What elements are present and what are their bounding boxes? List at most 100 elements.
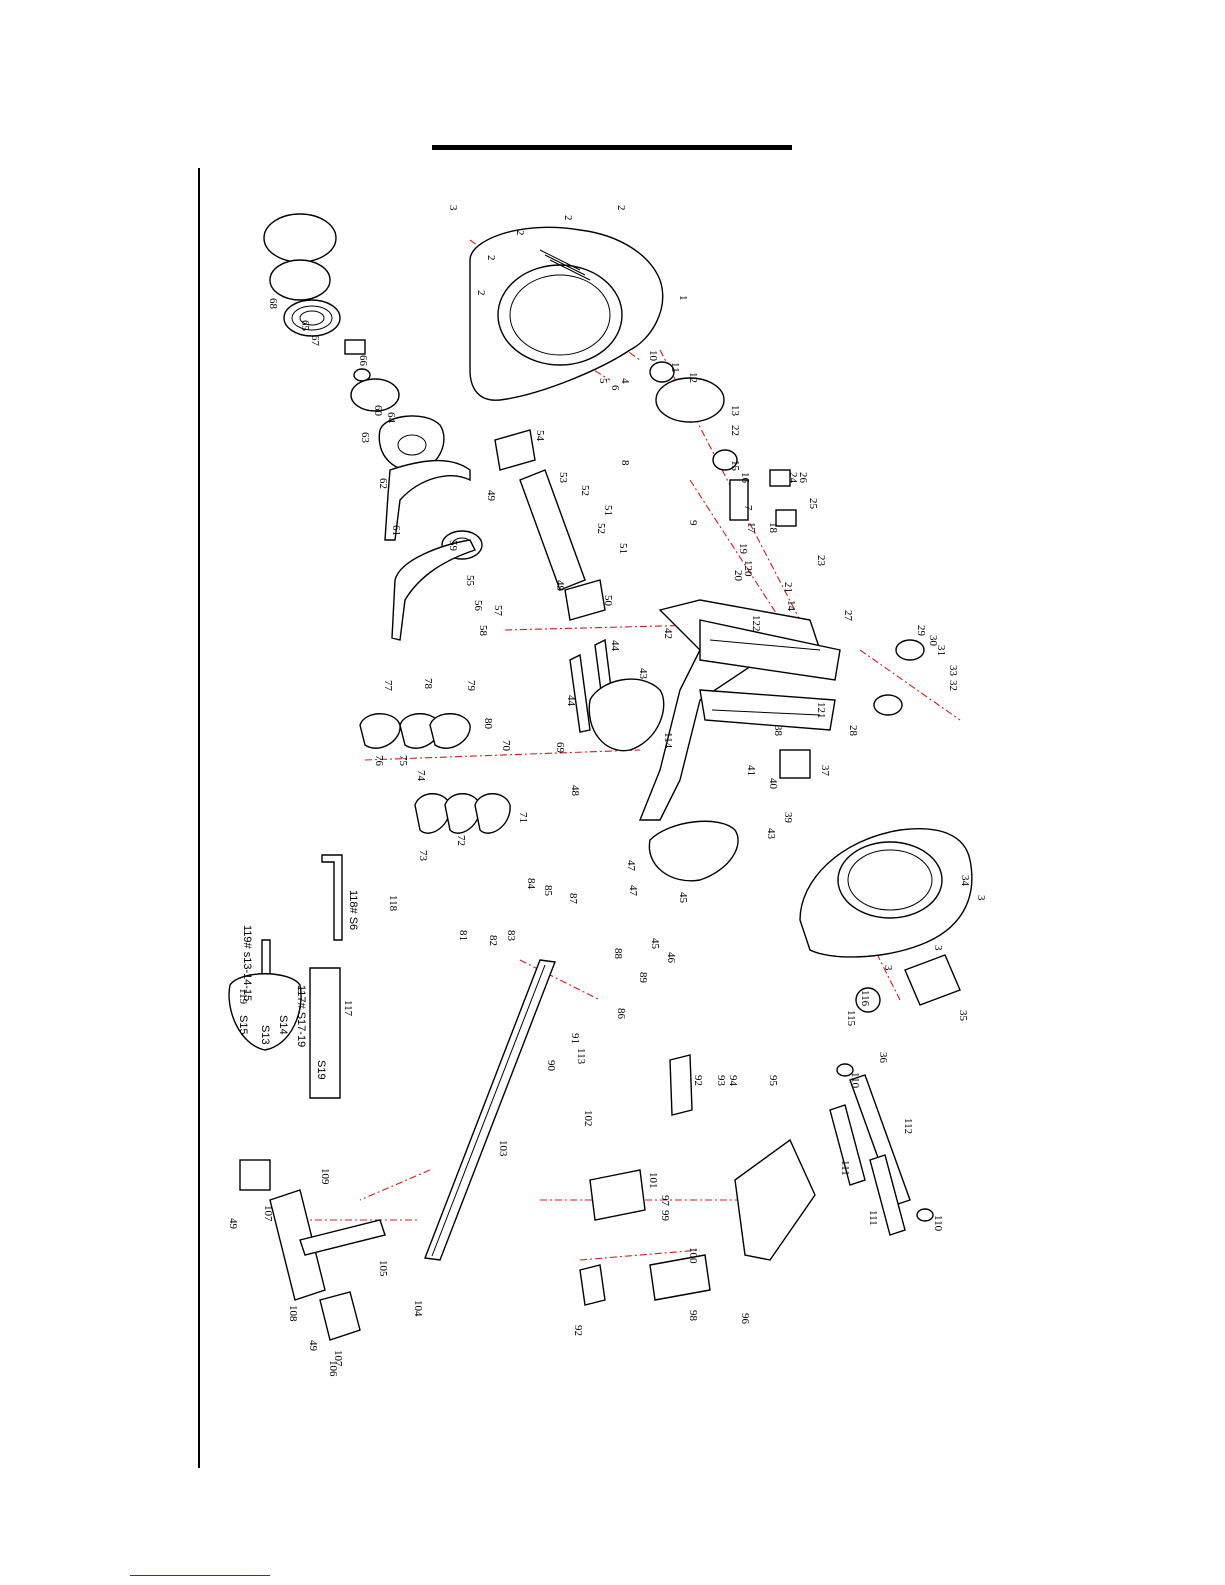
- part-number-p4: 4: [619, 378, 631, 384]
- part-number-p79: 79: [465, 680, 477, 692]
- part-number-p57: 57: [492, 605, 504, 617]
- part-number-p111a: 111: [839, 1160, 851, 1176]
- part-number-p3d: 3: [882, 965, 894, 971]
- part-number-p61: 61: [390, 525, 402, 536]
- part-number-p76: 76: [373, 755, 385, 767]
- part-number-p117: 117: [342, 1000, 354, 1017]
- console-35: [855, 954, 961, 1013]
- pedal-arms: [359, 713, 511, 834]
- part-number-p27: 27: [842, 610, 854, 622]
- part-number-p24: 24: [787, 472, 799, 484]
- tool-117-s19: S19: [315, 1060, 327, 1080]
- part-number-p45a: 45: [677, 892, 689, 904]
- part-number-p75: 75: [397, 755, 409, 767]
- tool-119-s15: S15: [237, 1015, 249, 1035]
- part-number-p101: 101: [647, 1172, 659, 1189]
- side-cover-housing-1: [469, 226, 664, 401]
- part-number-p49a: 49: [485, 490, 497, 502]
- part-number-p7: 7: [742, 505, 754, 511]
- part-number-p48: 48: [569, 785, 581, 797]
- part-number-p51a: 51: [602, 505, 614, 516]
- part-number-p110b: 110: [932, 1215, 944, 1232]
- part-number-p122: 122: [750, 615, 762, 632]
- part-number-p52b: 52: [595, 523, 607, 534]
- part-number-p13: 13: [729, 405, 741, 417]
- tool-118-label: 118# S6: [347, 890, 359, 930]
- part-number-p78: 78: [422, 678, 434, 690]
- part-number-p26: 26: [797, 472, 809, 484]
- pedals: [588, 678, 739, 882]
- part-number-p2e: 2: [475, 290, 487, 296]
- part-number-p74: 74: [415, 770, 427, 782]
- part-number-p90: 90: [545, 1060, 557, 1072]
- part-number-p29: 29: [915, 625, 927, 637]
- part-number-p65: 65: [299, 320, 311, 332]
- part-number-p114: 114: [662, 732, 674, 749]
- part-number-p2d: 2: [485, 255, 497, 261]
- tool-119-label: 119# s13-14-15: [241, 925, 253, 1001]
- part-number-p109: 109: [319, 1168, 331, 1185]
- left-margin-rule: [198, 168, 200, 1468]
- part-number-p3a: 3: [447, 205, 459, 211]
- part-number-p119: 119: [237, 988, 249, 1005]
- crank-assembly: [649, 361, 925, 779]
- part-number-p32: 32: [947, 680, 959, 691]
- part-number-p102: 102: [582, 1110, 594, 1127]
- part-number-p95: 95: [767, 1075, 779, 1087]
- part-number-p85: 85: [542, 885, 554, 897]
- part-number-p31: 31: [935, 645, 947, 656]
- tool-119-head: [228, 973, 302, 1051]
- part-number-p44b: 44: [609, 640, 621, 652]
- part-number-p19: 19: [737, 543, 749, 555]
- part-number-p28: 28: [847, 725, 859, 737]
- part-number-p9: 9: [687, 520, 699, 526]
- part-number-p105: 105: [377, 1260, 389, 1277]
- part-number-p97: 97: [659, 1195, 671, 1207]
- part-number-p14: 14: [785, 600, 797, 612]
- part-number-p49b: 49: [554, 580, 566, 592]
- part-number-p53: 53: [557, 472, 569, 484]
- part-number-p66: 66: [357, 355, 369, 367]
- part-number-p110a: 110: [849, 1072, 861, 1089]
- part-number-p82: 82: [487, 935, 499, 946]
- part-number-p54: 54: [534, 430, 546, 442]
- part-number-p93: 93: [715, 1075, 727, 1087]
- part-number-p1: 1: [677, 295, 689, 301]
- title-rule: [432, 145, 792, 150]
- part-number-p34: 34: [959, 875, 971, 887]
- part-number-p121: 121: [815, 702, 827, 719]
- part-number-p44a: 44: [565, 695, 577, 707]
- part-number-p108: 108: [287, 1305, 299, 1322]
- part-number-p39: 39: [782, 812, 794, 824]
- part-number-p38: 38: [772, 725, 784, 737]
- part-number-p47a: 47: [625, 860, 637, 872]
- part-number-p107b: 107: [332, 1350, 344, 1367]
- part-number-p56: 56: [472, 600, 484, 612]
- part-number-p103: 103: [497, 1140, 509, 1157]
- part-number-p41: 41: [745, 765, 757, 776]
- part-number-p47b: 47: [627, 885, 639, 897]
- part-number-p81: 81: [457, 930, 469, 941]
- part-number-p16: 16: [739, 472, 751, 484]
- part-number-p30: 30: [927, 635, 939, 647]
- rear-stabilizer: [239, 1159, 386, 1341]
- part-number-p100: 100: [687, 1247, 699, 1264]
- part-number-p49c: 49: [227, 1218, 239, 1230]
- part-number-p2a: 2: [615, 205, 627, 211]
- part-number-p22: 22: [729, 425, 741, 436]
- part-number-p21: 21: [782, 582, 794, 593]
- part-number-p25: 25: [807, 498, 819, 510]
- part-number-p112: 112: [902, 1118, 914, 1134]
- footer-link-underline: [130, 1575, 270, 1576]
- part-number-p62: 62: [377, 478, 389, 489]
- part-number-p89: 89: [637, 972, 649, 984]
- tool-119-s13: S13: [259, 1025, 271, 1045]
- tools: [228, 854, 343, 1099]
- part-number-p3b: 3: [975, 895, 987, 901]
- part-number-p80: 80: [482, 718, 494, 730]
- part-number-p87: 87: [567, 893, 579, 905]
- part-number-p98: 98: [687, 1310, 699, 1322]
- part-number-p67: 67: [309, 335, 321, 347]
- wrench-117: [309, 967, 341, 1099]
